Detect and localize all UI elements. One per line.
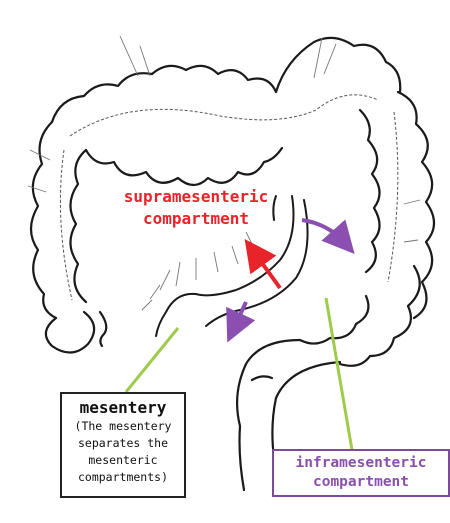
colon-outline (29, 36, 436, 492)
infra-arrow-right (301, 218, 355, 254)
colon-taenia (59, 94, 399, 301)
mesentery-callout-box: mesentery (The mesentery separates the m… (60, 392, 186, 498)
mesentery-note-line: mesenteric (88, 453, 158, 467)
mesentery-shape (155, 195, 309, 337)
mesentery-note-line: (The mesentery (74, 419, 172, 433)
mesentery-fan-lines (27, 35, 421, 311)
infra-arrow-down (226, 301, 256, 343)
supramesenteric-label: supramesenteric compartment (108, 186, 284, 230)
inframesenteric-callout-box: inframesenteric compartment (272, 449, 450, 497)
infra-pointer-line (324, 297, 354, 451)
mesentery-note: (The mesentery separates the mesenteric … (62, 418, 184, 486)
inframesenteric-label-line1: inframesenteric (295, 455, 427, 471)
supra-arrow (244, 239, 282, 290)
mesentery-note-line: separates the (77, 436, 168, 450)
supramesenteric-label-line1: supramesenteric (123, 187, 269, 206)
mesentery-note-line: compartments) (77, 470, 168, 484)
supramesenteric-label-line2: compartment (143, 209, 249, 228)
mesentery-pointer-line (124, 327, 180, 393)
inframesenteric-label-line2: compartment (312, 474, 410, 490)
mesentery-title: mesentery (79, 398, 167, 417)
